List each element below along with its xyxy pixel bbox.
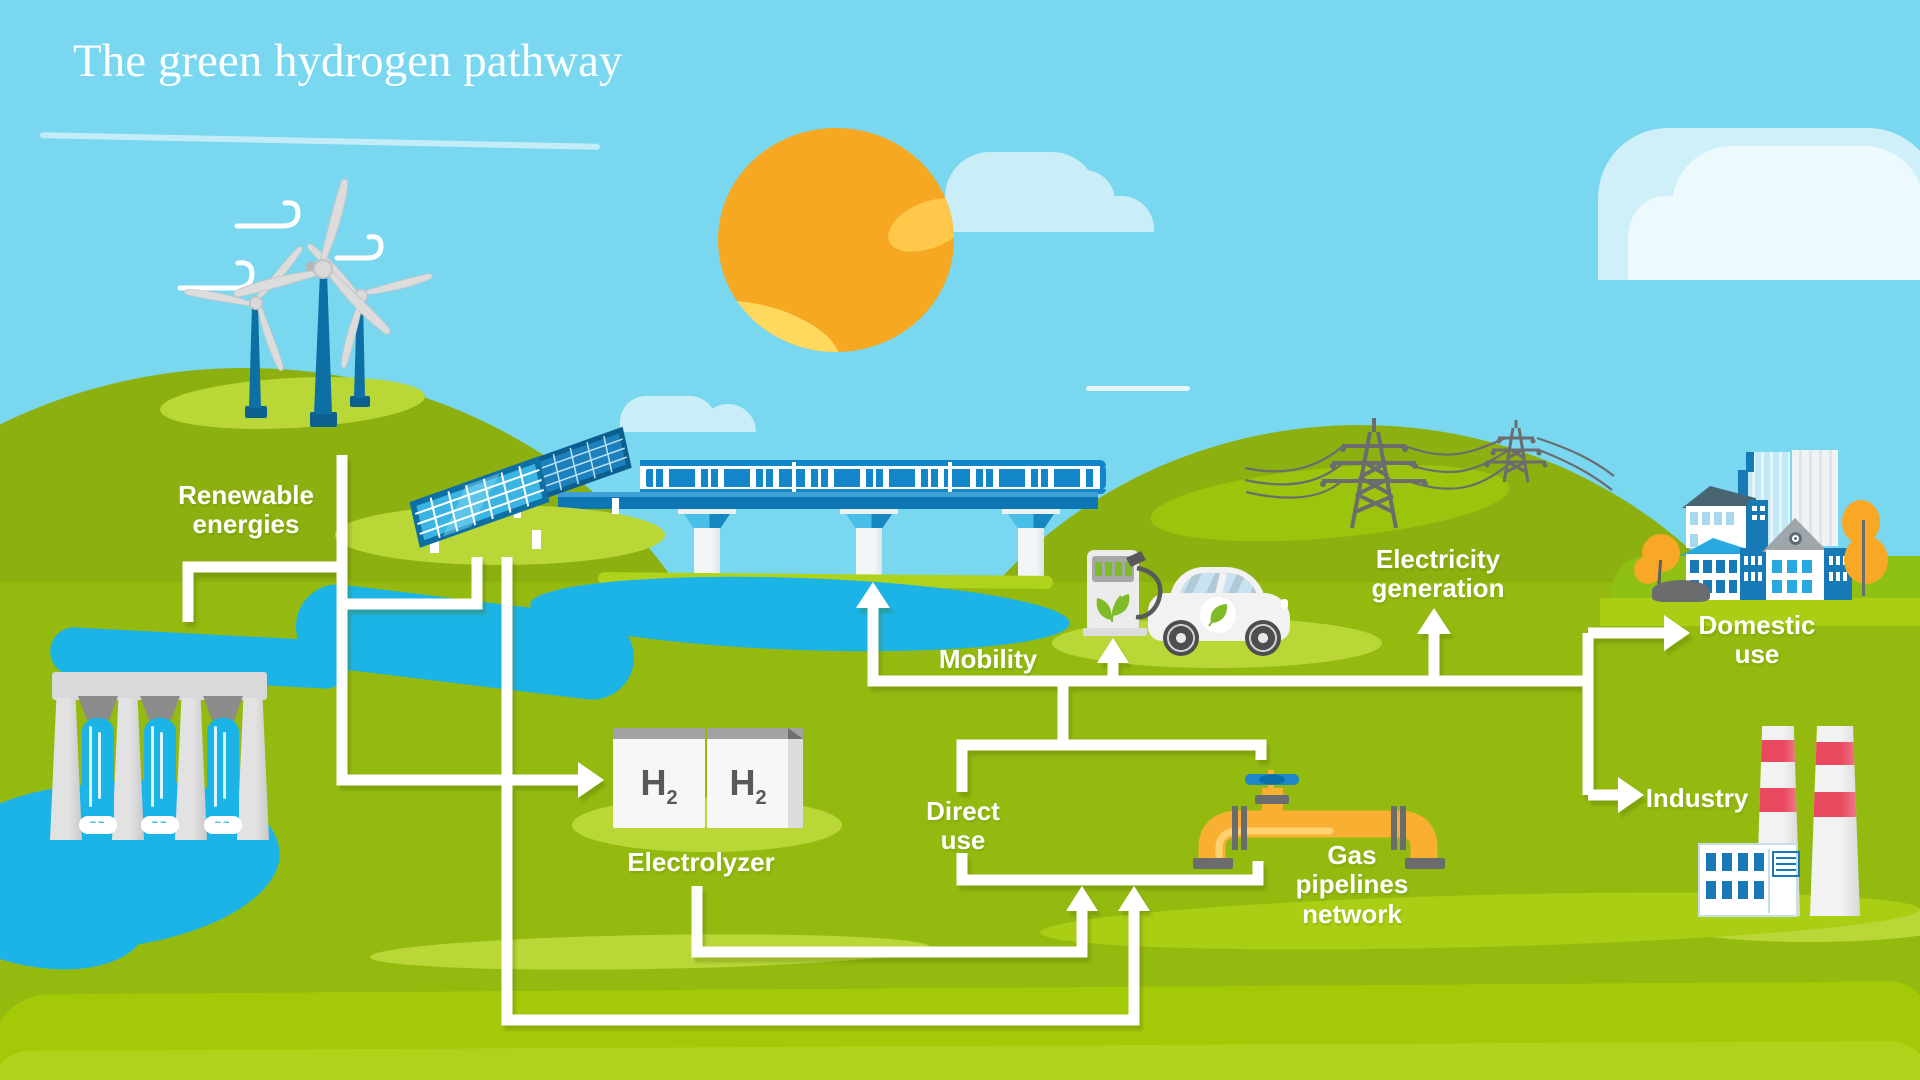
hydro-dam-icon: ~~ ~~ ~~ [50,668,269,840]
sun-icon [718,128,954,352]
solar-mound [335,505,665,565]
pump-screen-cell [1115,562,1122,576]
dam-foam: ~~ [79,816,117,834]
label-mobility: Mobility [938,644,1038,674]
tank-lid [613,728,705,739]
label-gas-pipelines-network: Gas pipelines network [1295,840,1409,929]
hydrogen-station-icon [1083,548,1147,636]
dam-gate-head [140,696,180,720]
pump-screen-cell [1095,562,1102,576]
train-car-separator [948,462,952,492]
dam-pier [175,698,207,840]
cloud-icon [1672,146,1920,280]
h2-marker: H2 [729,762,767,809]
dam-foam: ~~ [204,816,242,834]
wind-gust-icon [177,200,384,291]
dam-pier [112,698,144,840]
leaf-logo-icon [1096,594,1130,623]
cloud-icon [1628,196,1702,280]
car-leaf-badge [1200,597,1236,633]
train-skirt [640,489,1106,494]
car-headlight [1281,599,1288,609]
car-wheel [1163,620,1199,656]
sky-streak [39,132,601,150]
label-domestic-use: Domestic use [1698,610,1816,670]
bridge-pillar-cap [1008,514,1054,529]
train-nose [1100,464,1106,490]
dam-gate-head [203,696,243,720]
train-roof [640,460,1106,466]
h2-marker: H2 [640,762,678,809]
leaf-icon [1208,604,1228,627]
dam-foam: ~~ [141,816,179,834]
pump-base [1083,628,1147,636]
dam-pier [237,698,269,840]
fuel-cell-car-icon [1148,567,1290,659]
train-car-separator [792,462,796,492]
factory-building [1698,843,1798,917]
bridge-pillar [678,508,736,514]
bridge-pillar-cap [846,514,892,529]
tree-icon [1844,536,1888,584]
bridge-pillar [1002,508,1060,514]
factory-chimney [1810,726,1860,916]
sun-highlight [880,187,954,263]
pump-screen-cell [1125,562,1132,576]
city-buildings-icon [1630,440,1920,610]
factory-sign-panel [1772,851,1800,877]
pump-screen-cell [1105,562,1112,576]
dam-waterfall [144,718,176,830]
sky-streak [1086,386,1190,391]
sun-highlight [718,285,849,352]
dam-crest [52,672,267,700]
electrolyzer-tank: H2 [707,728,803,828]
bridge-pillar [840,508,898,514]
tree-trunk [1862,520,1865,596]
train [640,460,1106,494]
city-hill-band-light [1600,598,1920,626]
car-wheel [1245,620,1281,656]
house-annex [1748,500,1768,548]
dam-waterfall [82,718,114,830]
label-direct-use: Direct use [926,796,1000,856]
roof-window [1789,532,1802,545]
factory-icon [1698,726,1920,918]
bridge-deck-edge [558,492,1098,497]
label-industry: Industry [1645,783,1749,813]
tower-building-step [1746,452,1754,472]
bridge-deck [558,492,1098,509]
dam-gate-head [78,696,118,720]
label-electrolyzer: Electrolyzer [627,847,775,877]
bush-mound [1652,580,1710,602]
label-renewable-energies: Renewable energies [178,480,314,540]
dam-waterfall [207,718,239,830]
label-electricity-generation: Electricity generation [1371,544,1505,604]
train-windows [646,469,1096,487]
page-title: The green hydrogen pathway [73,35,623,87]
dam-pier [50,698,82,840]
electrolyzer-tank: H2 [613,728,705,828]
bridge-pillar-cap [684,514,730,529]
